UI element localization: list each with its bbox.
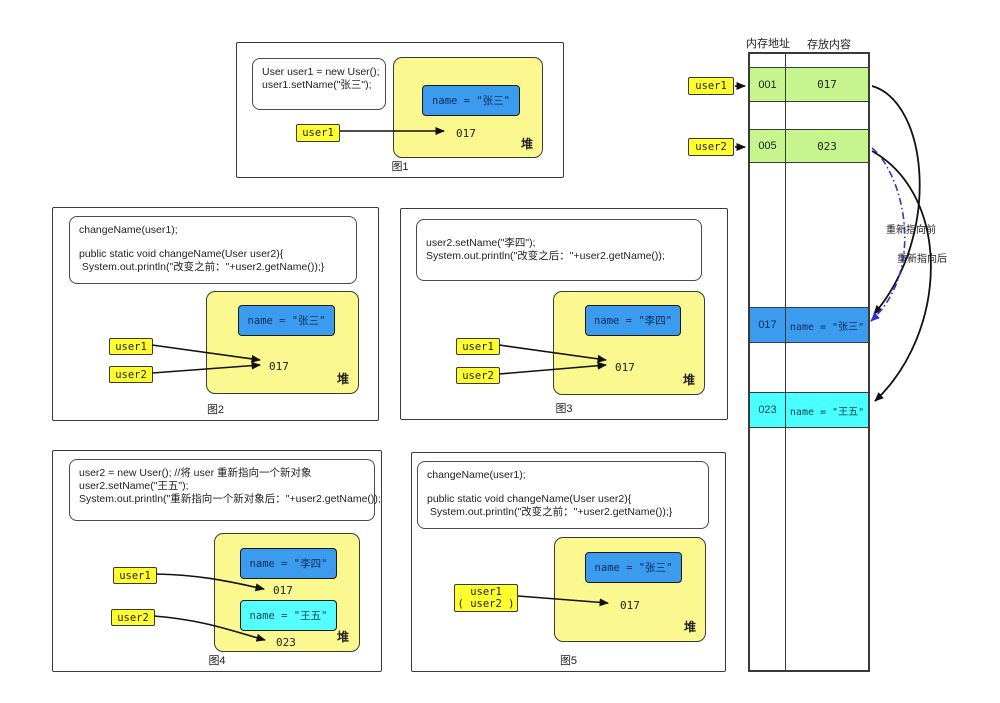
memory-address-header: 内存地址 [746,38,790,50]
figure2-caption: 图2 [206,404,225,416]
code-line [79,237,347,248]
code-line: System.out.println("重新指向一个新对象后："+user2.g… [79,493,381,505]
cell-content: name = "王五" [789,406,865,418]
figure2-panel: changeName(user1); public static void ch… [52,207,379,421]
figure1-caption: 图1 [391,161,409,173]
code-line [427,482,699,493]
curve-user1-to-017 [871,85,921,315]
figure4-heap-box: name = "李四" 017 name = "王五" 023 堆 [214,533,360,652]
figure2-code-box: changeName(user1); public static void ch… [69,216,357,284]
label-after-repoint: 重新指向后 [897,254,947,265]
ref-tag-user1: user1 [456,338,500,355]
label-before-repoint: 重新指向前 [886,225,936,236]
memory-content-header: 存放内容 [807,39,851,51]
ref-tag-user1: user1 [688,77,734,95]
ref-tag-user1: user1 [113,567,157,584]
figure5-heap-box: name = "张三" 017 堆 [554,537,706,642]
ref-tag-user2: user2 [109,366,153,383]
figure1-heap-box: name = "张三" 017 堆 [393,57,543,158]
cell-address: 017 [750,308,786,342]
heap-label: 堆 [683,620,696,634]
heap-label: 堆 [336,630,349,644]
object-address: 017 [615,361,635,374]
cell-content: 023 [817,139,837,153]
heap-label: 堆 [336,372,349,386]
table-row-addr-001: 001 017 [750,68,868,102]
table-row-addr-023: 023 name = "王五" [750,393,868,428]
object-address: 017 [456,127,476,140]
cell-address: 001 [750,68,786,101]
cell-address: 005 [750,130,786,162]
table-row-addr-005: 005 023 [750,130,868,163]
code-line: public static void changeName(User user2… [427,493,632,505]
figure3-panel: user2.setName("李四"); System.out.println(… [400,208,728,420]
table-row-empty [750,102,868,130]
ref-tag-user1: user1 [109,338,153,355]
object-address: 017 [273,584,293,597]
figure1-code-box: User user1 = new User(); user1.setName("… [252,58,386,110]
code-line: System.out.println("改变之前："+user2.getName… [79,261,325,273]
ref-tag-user2: user2 [688,138,734,156]
table-row-addr-017: 017 name = "张三" [750,308,868,343]
cell-content: 017 [817,78,837,91]
code-line: public static void changeName(User user2… [79,248,284,260]
figure3-code-box: user2.setName("李四"); System.out.println(… [416,219,702,281]
table-row-empty [750,54,868,68]
table-row-empty [750,163,868,308]
code-line: user2.setName("李四"); [426,237,536,249]
curve-user2-after-repoint [871,150,932,402]
object-box: name = "张三" [422,85,520,116]
cell-content: name = "张三" [789,321,865,333]
object-address: 017 [620,599,640,612]
figure3-caption: 图3 [555,403,573,415]
object-address: 017 [269,360,289,373]
object-box: name = "李四" [240,548,337,579]
figure4-panel: user2 = new User(); //将 user 重新指向一个新对象 u… [52,450,382,672]
figure5-panel: changeName(user1); public static void ch… [411,452,726,672]
code-line: user2 = new User(); //将 user 重新指向一个新对象 [79,467,312,479]
ref-tag-user1-user2: user1 ( user2 ) [454,584,518,612]
object-box: name = "李四" [585,305,681,336]
figure1-panel: User user1 = new User(); user1.setName("… [236,42,564,178]
code-line: changeName(user1); [79,224,178,236]
table-row-empty [750,428,868,670]
figure5-caption: 图5 [559,655,578,667]
figure3-heap-box: name = "李四" 017 堆 [553,291,705,395]
code-line: user1.setName("张三"); [262,79,372,91]
code-line: System.out.println("改变之前："+user2.getName… [427,506,673,518]
figure2-heap-box: name = "张三" 017 堆 [206,291,359,394]
memory-table: 001 017 005 023 017 name = "张三" 023 name… [748,52,870,672]
code-line: User user1 = new User(); [262,66,380,78]
object-box: name = "张三" [585,552,682,583]
ref-tag-user1: user1 [296,124,340,142]
code-line: changeName(user1); [427,469,526,481]
code-line: user2.setName("王五"); [79,480,189,492]
object-address: 023 [276,636,296,649]
heap-label: 堆 [682,373,695,387]
cell-address: 023 [750,393,786,427]
code-line: System.out.println("改变之后："+user2.getName… [426,250,665,262]
object-box: name = "张三" [238,305,335,336]
object-box: name = "王五" [240,600,337,631]
figure4-code-box: user2 = new User(); //将 user 重新指向一个新对象 u… [69,459,381,521]
heap-label: 堆 [520,137,533,151]
figure4-caption: 图4 [208,655,226,667]
figure5-code-box: changeName(user1); public static void ch… [417,461,709,529]
ref-tag-user2: user2 [456,367,500,384]
ref-tag-user2: user2 [111,609,155,626]
table-row-empty [750,343,868,393]
